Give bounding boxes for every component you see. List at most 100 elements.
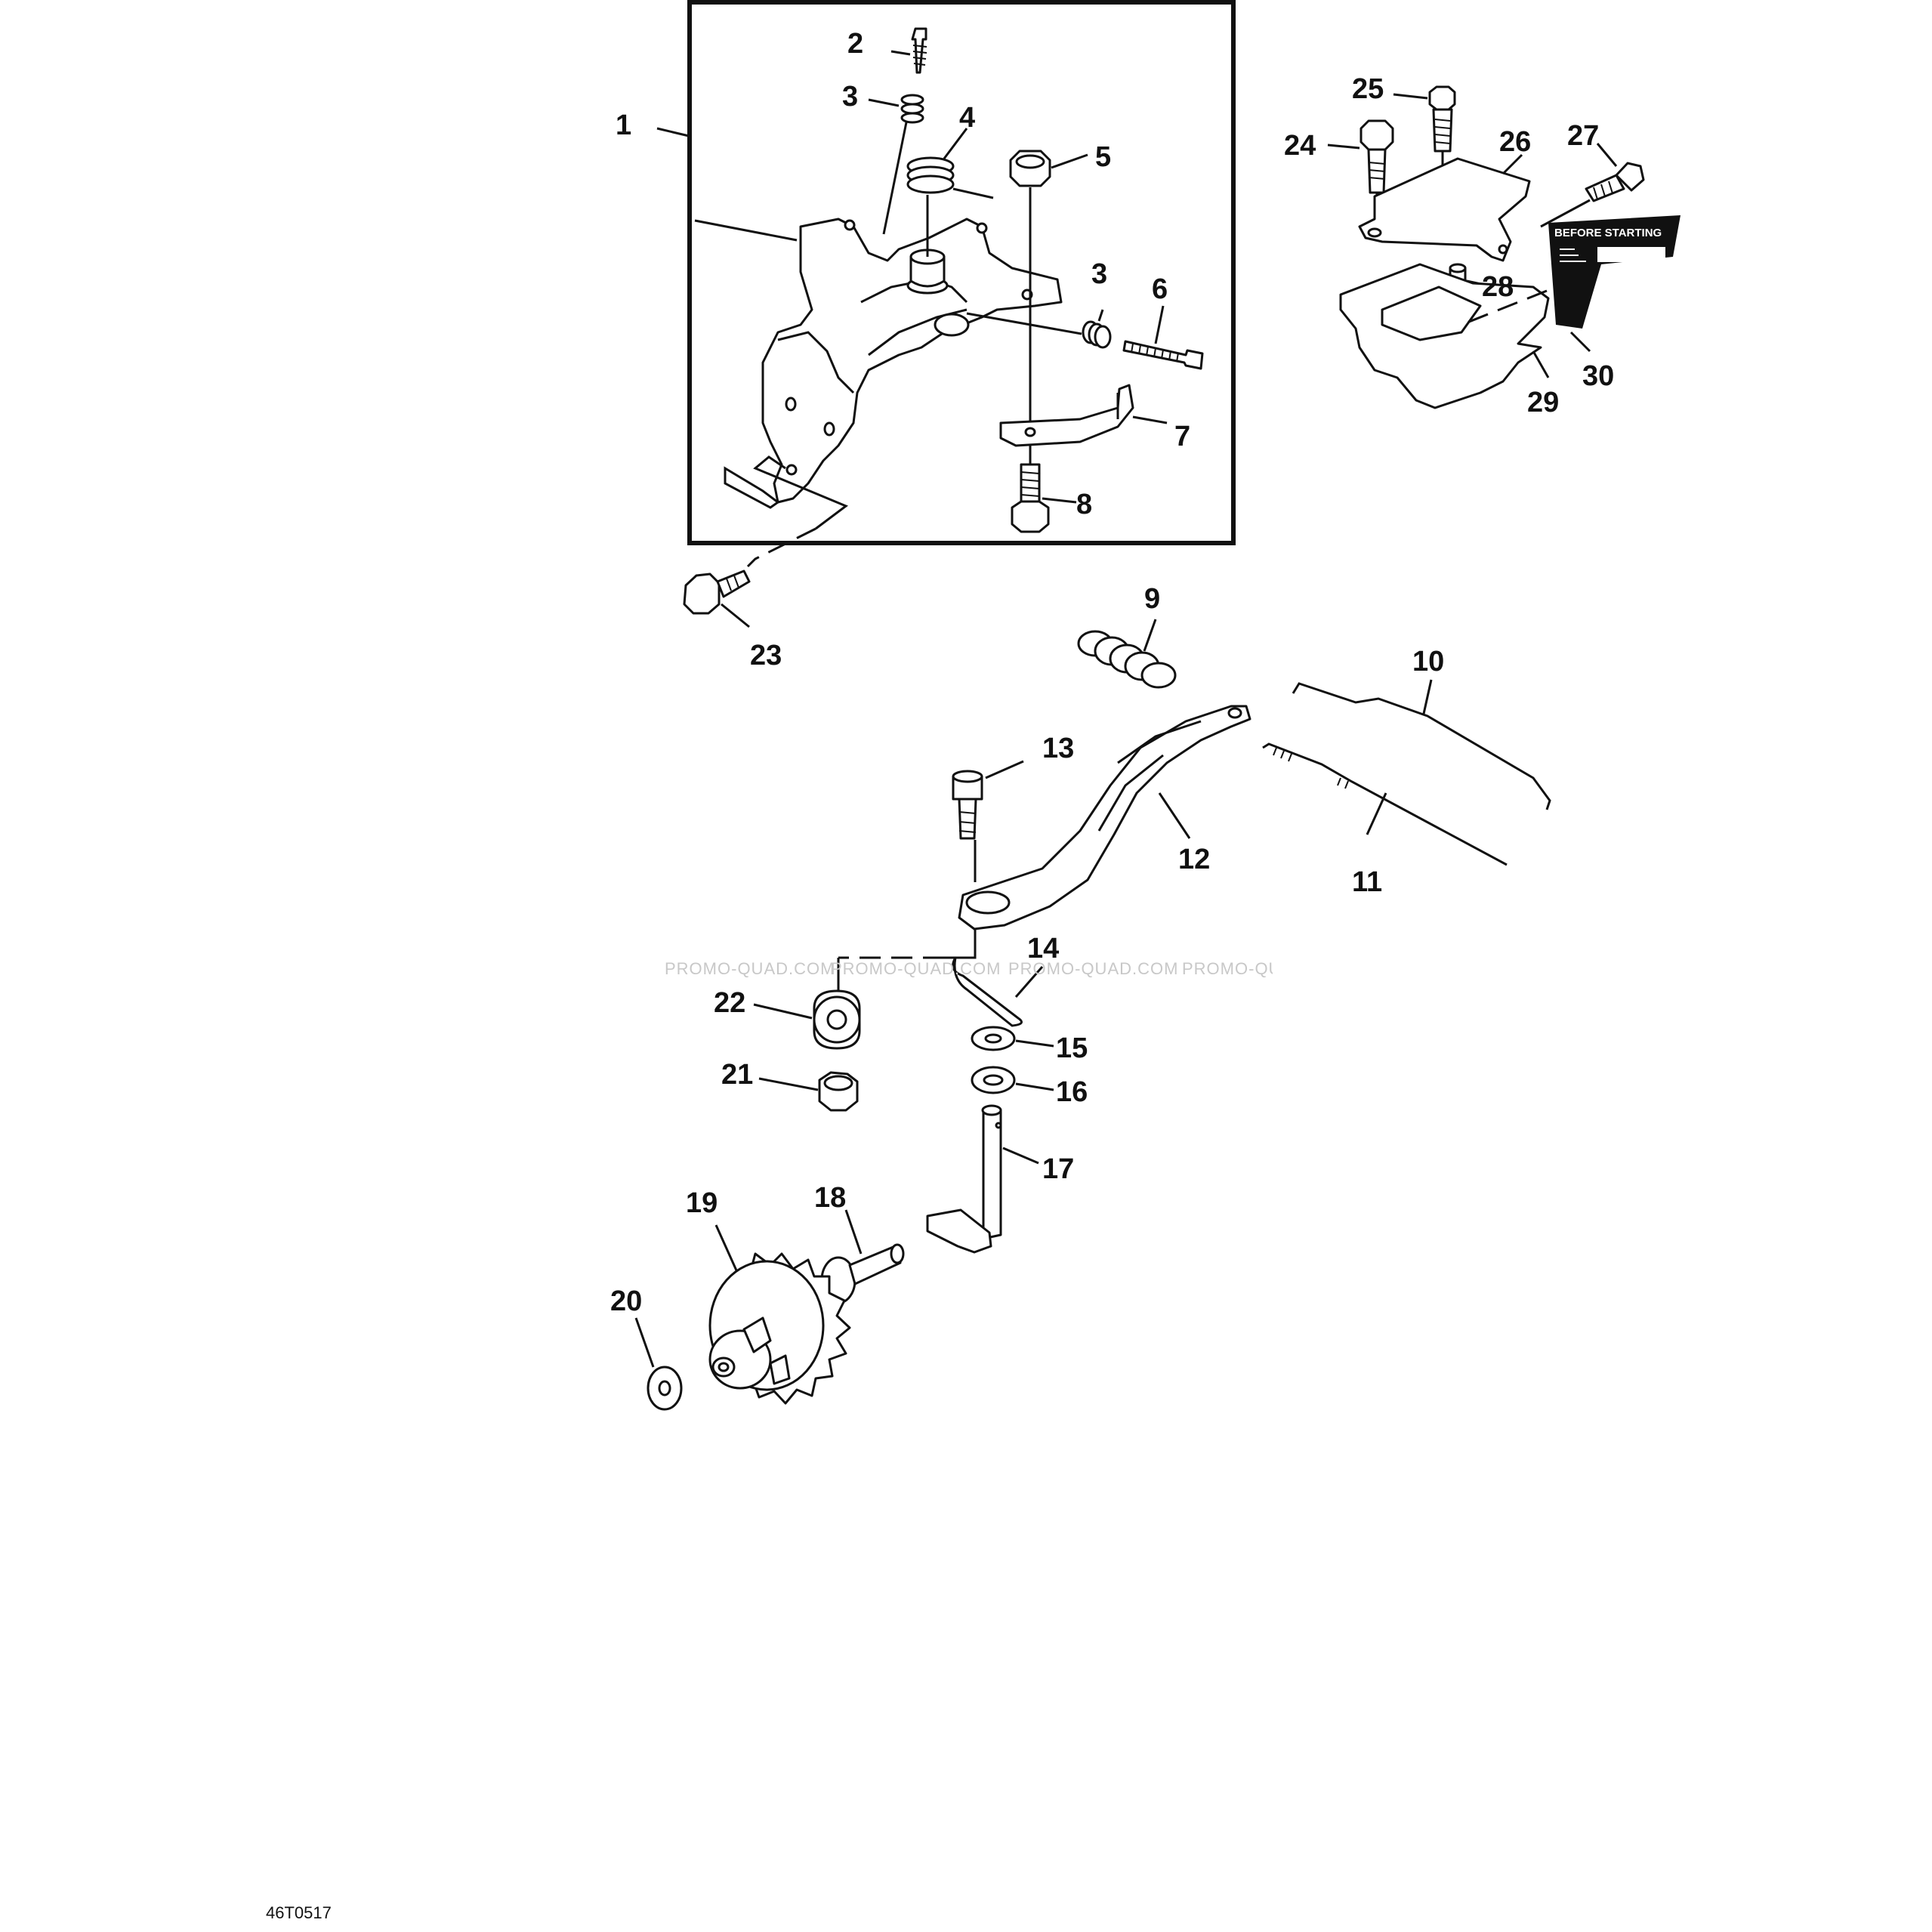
leader-5 — [1051, 153, 1088, 169]
leader-16 — [1015, 1082, 1054, 1091]
gear-19 — [708, 1252, 851, 1405]
leader-10 — [1422, 679, 1433, 714]
leader-26 — [1501, 153, 1523, 175]
callout-10: 10 — [1412, 646, 1444, 677]
leader-1-bracket — [694, 219, 798, 242]
callout-29: 29 — [1527, 387, 1559, 418]
leader-11 — [1366, 792, 1387, 835]
callout-7: 7 — [1174, 421, 1190, 452]
bracket-7 — [999, 384, 1134, 447]
callout-23: 23 — [750, 640, 782, 671]
leader-21 — [758, 1077, 819, 1091]
bolt-24 — [1359, 119, 1394, 194]
callout-3-upper: 3 — [842, 81, 858, 113]
callout-5: 5 — [1095, 141, 1111, 173]
callout-22: 22 — [714, 987, 745, 1019]
leader-12 — [1158, 792, 1191, 839]
callout-26: 26 — [1499, 126, 1531, 158]
callout-8: 8 — [1076, 489, 1092, 520]
washer-15 — [971, 1026, 1016, 1051]
bolt-25 — [1428, 85, 1456, 153]
screw-2 — [911, 27, 927, 74]
leader-20 — [634, 1317, 655, 1368]
axis-27 — [1540, 199, 1591, 228]
governor-arm-12 — [958, 705, 1251, 931]
figure-id: 46T0517 — [266, 1903, 332, 1922]
leader-6 — [1154, 305, 1165, 344]
callout-18: 18 — [814, 1182, 846, 1214]
leader-4 — [943, 128, 968, 159]
leader-7 — [1132, 415, 1168, 424]
callout-19: 19 — [686, 1187, 718, 1219]
callout-14: 14 — [1027, 933, 1059, 964]
leader-24 — [1327, 144, 1360, 150]
control-bracket — [724, 218, 1063, 509]
callout-13: 13 — [1042, 733, 1074, 764]
leader-29 — [1532, 350, 1550, 378]
callout-24: 24 — [1284, 130, 1316, 162]
leader-27 — [1596, 143, 1618, 167]
nut-5 — [1009, 150, 1051, 187]
cover-29 — [1339, 263, 1550, 409]
leader-3-upper — [868, 98, 900, 107]
leader-13 — [985, 760, 1024, 779]
spring-9 — [1077, 630, 1177, 689]
leader-9 — [1143, 619, 1157, 652]
washer-16 — [971, 1066, 1016, 1094]
spacer-22 — [813, 989, 861, 1050]
axis-3-right — [966, 312, 1082, 335]
leader-2 — [890, 50, 911, 56]
decal-title: BEFORE STARTING — [1554, 227, 1662, 239]
path-22-a — [944, 929, 977, 959]
watermark-2: PROMO-QUAD.COM — [831, 959, 1001, 978]
watermark-3: PROMO-QUAD.COM — [1008, 959, 1178, 978]
callout-17: 17 — [1042, 1153, 1074, 1185]
decal-30: BEFORE STARTING — [1548, 215, 1680, 329]
spring-4 — [906, 156, 994, 199]
leader-23 — [721, 603, 750, 628]
washer-20 — [647, 1366, 683, 1411]
callout-21: 21 — [721, 1059, 753, 1091]
leader-19 — [714, 1224, 738, 1271]
leader-22 — [753, 1003, 813, 1020]
callout-3-right: 3 — [1091, 258, 1107, 290]
leader-8 — [1042, 497, 1077, 504]
callout-20: 20 — [610, 1285, 642, 1317]
callout-25: 25 — [1352, 73, 1384, 105]
leader-3-right — [1097, 309, 1104, 322]
watermark-clip — [1273, 952, 1424, 982]
spring-3-upper — [900, 94, 924, 124]
callout-11: 11 — [1352, 866, 1382, 898]
callout-30: 30 — [1582, 360, 1614, 392]
callout-28: 28 — [1482, 271, 1514, 303]
leader-3-axis — [882, 122, 908, 235]
cable-11 — [1262, 742, 1508, 866]
bolt-13 — [952, 770, 983, 840]
leader-15 — [1015, 1039, 1054, 1048]
bolt-23 — [683, 569, 751, 615]
clip-14 — [952, 957, 1023, 1027]
callout-27: 27 — [1567, 120, 1599, 152]
rod-10 — [1292, 682, 1551, 810]
callout-16: 16 — [1056, 1076, 1088, 1108]
leader-17 — [1002, 1147, 1039, 1165]
leader-1 — [656, 127, 690, 137]
callout-2: 2 — [847, 28, 863, 60]
assembly-frame — [687, 0, 1236, 545]
screw-6 — [1122, 340, 1204, 370]
callout-6: 6 — [1152, 273, 1168, 305]
leader-30 — [1569, 331, 1591, 353]
path-23-b — [746, 527, 816, 568]
watermark-1: PROMO-QUAD.COM — [665, 959, 835, 978]
callout-15: 15 — [1056, 1032, 1088, 1064]
callout-12: 12 — [1178, 844, 1210, 875]
leader-14 — [1014, 966, 1044, 998]
shield-26 — [1358, 157, 1531, 262]
callout-9: 9 — [1144, 583, 1160, 615]
leader-18 — [844, 1209, 863, 1255]
callout-4: 4 — [959, 102, 975, 134]
path-23-a — [753, 455, 848, 530]
leader-25 — [1393, 93, 1428, 100]
spring-3-right — [1082, 320, 1112, 349]
